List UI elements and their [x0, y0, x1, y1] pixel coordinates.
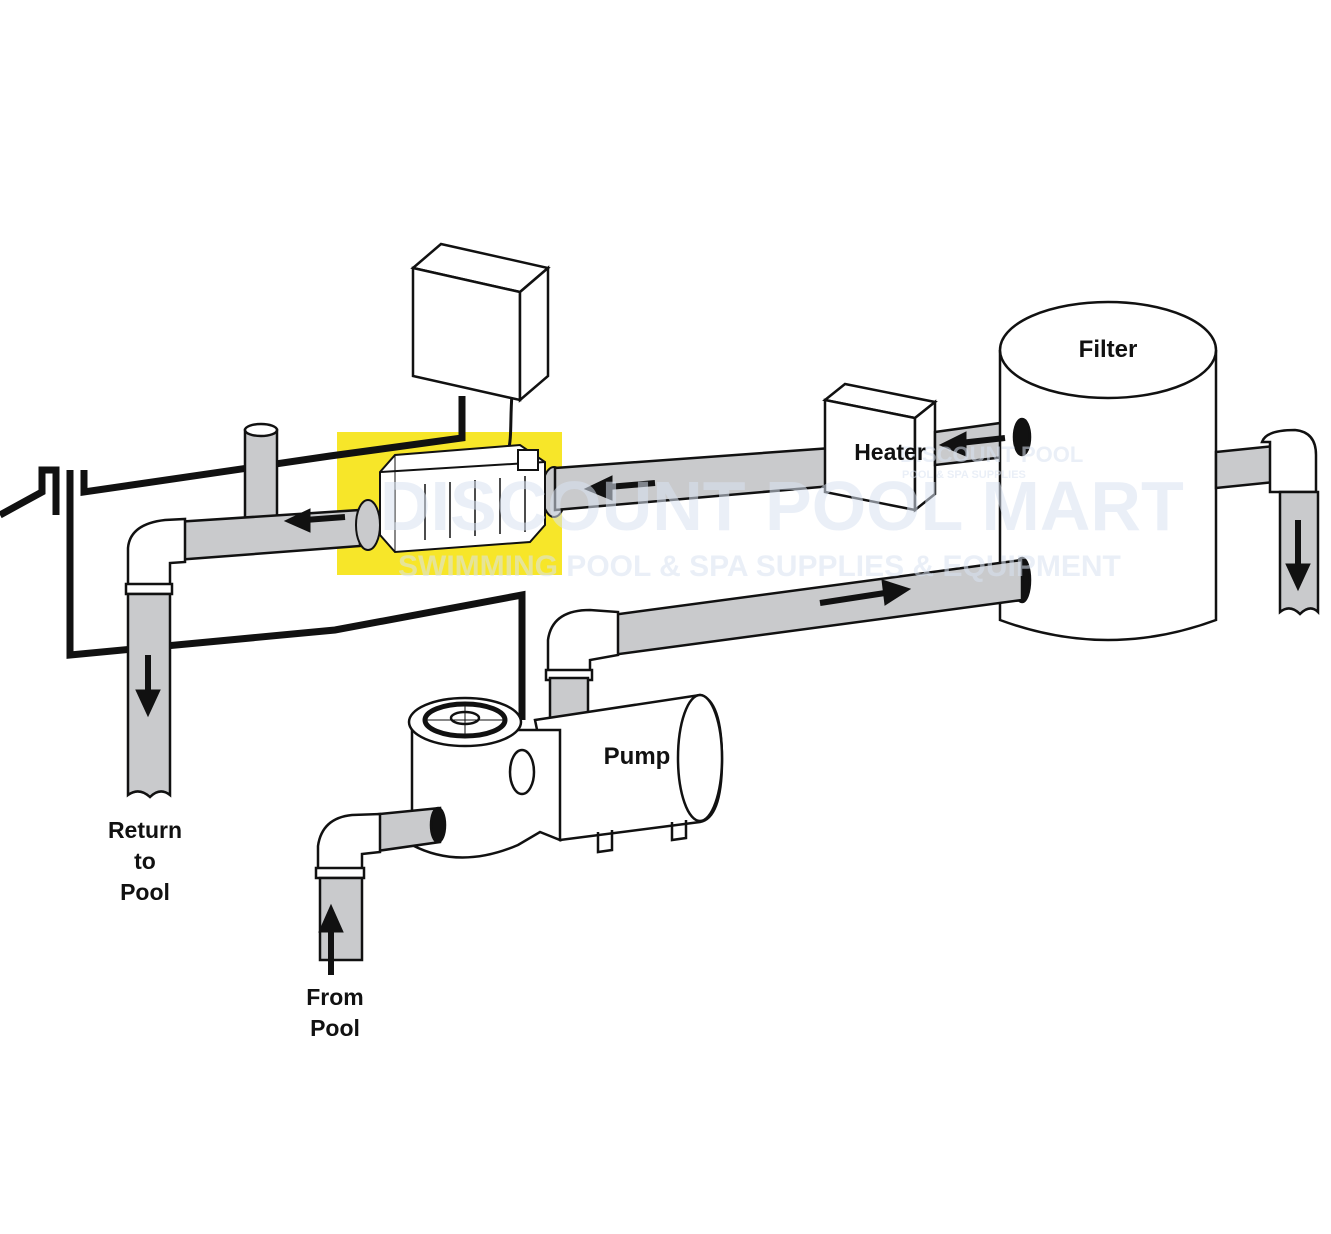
- label-heater: Heater: [854, 439, 926, 465]
- pump-discharge-elbow: [544, 608, 620, 682]
- label-from-line1: From: [306, 984, 364, 1010]
- label-return-line2: to: [134, 848, 156, 874]
- label-filter: Filter: [1079, 336, 1138, 363]
- arrow-down-waste-icon: [1285, 520, 1311, 592]
- label-return-line3: Pool: [120, 879, 170, 905]
- filter-tank: [998, 300, 1218, 642]
- label-return-line1: Return: [108, 817, 182, 843]
- valve-stub-pipe: [243, 422, 279, 532]
- watermark: DISCOUNT POOL MART SWIMMING POOL & SPA S…: [380, 442, 1184, 583]
- arrow-right-pump-discharge-icon: [819, 579, 912, 606]
- pump-suction-pipe: [314, 806, 447, 962]
- arrow-down-return-icon: [135, 655, 161, 718]
- label-from-line2: Pool: [310, 1015, 360, 1041]
- heater-unit: [822, 382, 938, 513]
- arrow-left-cell-outlet-icon: [283, 508, 346, 533]
- return-elbow: [124, 517, 187, 596]
- label-pump: Pump: [604, 743, 671, 770]
- watermark-brand: DISCOUNT POOL MART: [380, 467, 1184, 545]
- arrow-left-filter-outlet-icon: [938, 431, 1006, 457]
- watermark-small-tagline: POOL & SPA SUPPLIES: [902, 469, 1026, 481]
- pump-strainer: [407, 696, 562, 859]
- arrow-left-heater-outlet-icon: [583, 475, 656, 501]
- pump-motor: [533, 693, 724, 854]
- chlorinator-control-box: [410, 242, 551, 403]
- control-wiring: [0, 396, 526, 720]
- flow-arrows: [135, 431, 1311, 975]
- watermark-small-brand: DISCOUNT POOL: [900, 442, 1083, 467]
- arrow-up-suction-icon: [318, 903, 344, 975]
- filter-waste-pipe: [1214, 428, 1320, 616]
- watermark-tagline: SWIMMING POOL & SPA SUPPLIES & EQUIPMENT: [398, 550, 1121, 583]
